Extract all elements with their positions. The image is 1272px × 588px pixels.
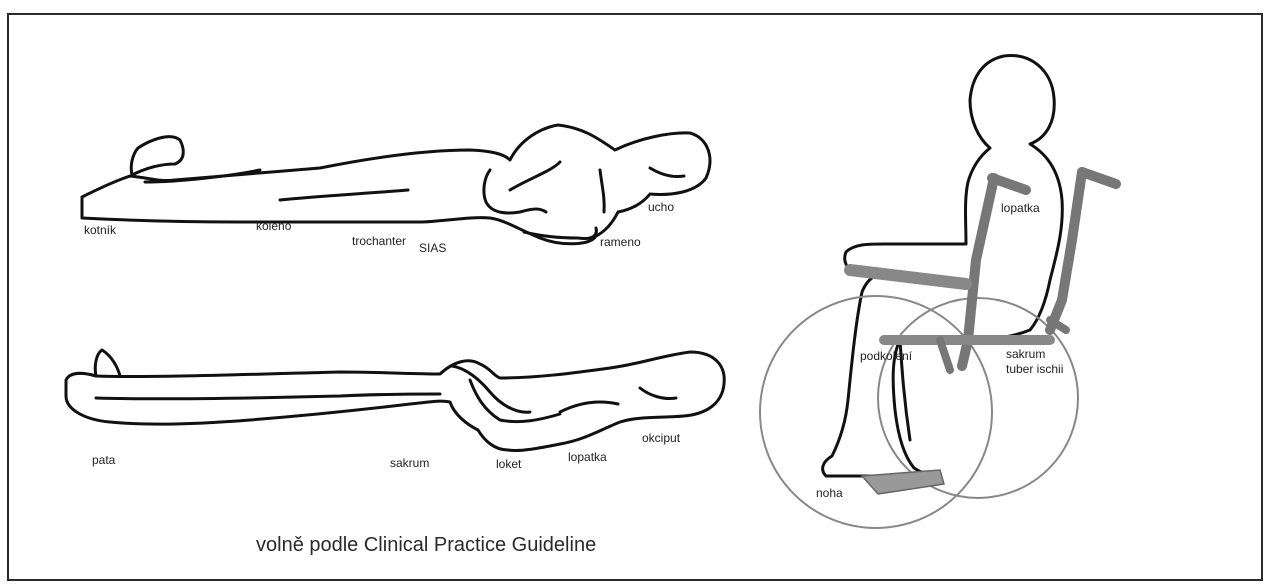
side-lying-figure bbox=[82, 125, 710, 244]
supine-figure bbox=[66, 350, 724, 451]
label-sakrum-supine: sakrum bbox=[390, 457, 429, 469]
label-lopatka-seated: lopatka bbox=[1001, 202, 1040, 214]
label-trochanter: trochanter bbox=[352, 235, 406, 247]
label-tuber-ischii: tuber ischii bbox=[1006, 363, 1063, 375]
label-pata: pata bbox=[92, 454, 115, 466]
label-kotnik: kotník bbox=[84, 224, 116, 236]
label-sakrum-seated: sakrum bbox=[1006, 348, 1045, 360]
label-ucho: ucho bbox=[648, 201, 674, 213]
label-noha: noha bbox=[816, 487, 843, 499]
label-okciput: okciput bbox=[642, 432, 680, 444]
label-koleno: koleno bbox=[256, 220, 291, 232]
figure-caption: volně podle Clinical Practice Guideline bbox=[256, 534, 596, 557]
label-loket: loket bbox=[496, 458, 521, 470]
label-podkoleni: podkolení bbox=[860, 350, 912, 362]
label-sias: SIAS bbox=[419, 242, 446, 254]
label-rameno: rameno bbox=[600, 236, 641, 248]
label-lopatka-supine: lopatka bbox=[568, 451, 607, 463]
